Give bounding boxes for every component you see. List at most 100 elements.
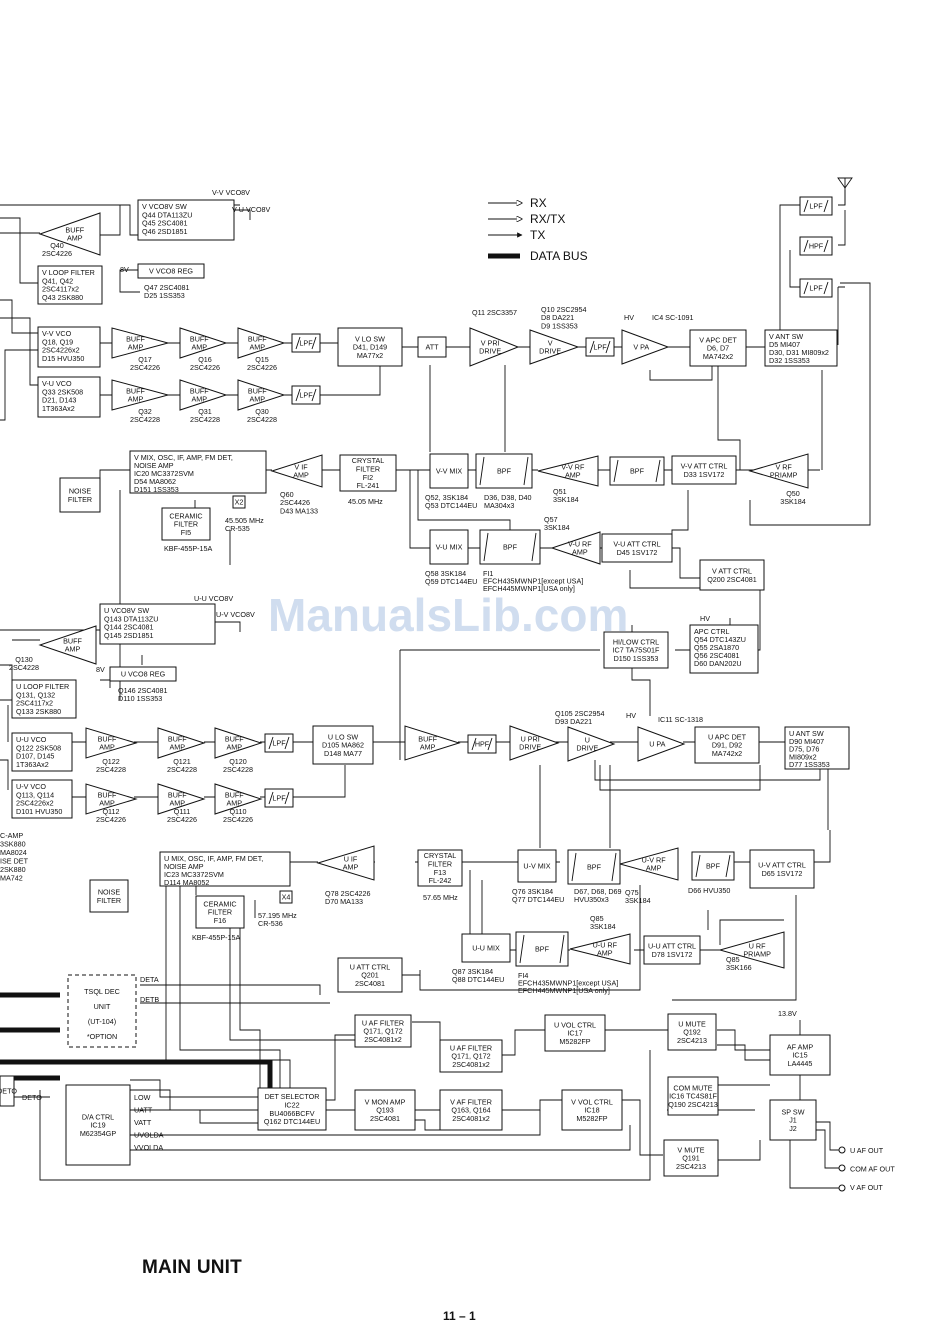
u-buff-c-q-label-1: 2SC4228: [223, 765, 253, 774]
att-label-0: ATT: [425, 343, 439, 352]
legend-tx: TX: [530, 228, 545, 242]
v-x2-label-0: X2: [235, 498, 244, 507]
v-pa-hv-label-0: HV: [624, 313, 634, 322]
deto-label-0: DETO: [0, 1087, 17, 1096]
v-ant-sw-label-1: D5 MI407: [769, 340, 800, 349]
u-buff-c-amp: [214, 727, 263, 759]
u-buff-a-label-1: AMP: [99, 743, 115, 752]
u-rf-priamp-q-label-0: Q85: [726, 955, 740, 964]
u-af-filter-1-label-0: U AF FILTER: [362, 1018, 404, 1027]
vu-rf-amp-label-0: V-U RF: [568, 540, 592, 549]
com-mute-block: [667, 1076, 719, 1116]
u-rf-priamp-label-0: U RF: [749, 942, 766, 951]
ant-hpf-block: [799, 236, 833, 256]
apc-hv-label-0: HV: [700, 614, 710, 623]
u-mute-label-2: 2SC4213: [677, 1036, 707, 1045]
v-mix-osc-label-4: D151 1SS353: [134, 485, 179, 494]
u-vol-ctrl-label-2: M5282FP: [559, 1037, 590, 1046]
legend-rx: RX: [530, 196, 547, 210]
v-mon-amp-label-1: Q193: [376, 1106, 394, 1115]
legend-databus: DATA BUS: [530, 249, 588, 263]
v-bpf-3-p-label-2: EFCH445MWNP1[USA only]: [483, 584, 575, 593]
tsql-label-0: TSQL DEC: [84, 987, 120, 996]
v-buff-top-q-label-0: Q40: [50, 241, 64, 250]
v-crystal-f-label-0: 45.05 MHz: [348, 497, 383, 506]
uu-mix-block: [461, 933, 511, 963]
vu-vco8v-label-0: V-U VCO8V: [232, 205, 271, 214]
v-rf-priamp-label-0: V RF: [775, 463, 792, 472]
det-selector-block: [257, 1087, 327, 1131]
u-buff-e-amp: [157, 783, 206, 815]
left-partial-label-0: C-AMP: [0, 831, 23, 840]
uv-vco-label-1: Q113, Q114: [16, 790, 54, 799]
v-att-ctrl-block: [699, 559, 765, 591]
vvco8v-sw-label-0: V VCO8V SW: [142, 202, 187, 211]
u-bpf-2-block: [691, 851, 735, 881]
u-pa-label-0: U PA: [649, 740, 665, 749]
sp-sw-label-2: J2: [789, 1124, 797, 1133]
v-mute-label-0: V MUTE: [677, 1145, 704, 1154]
u-mute-label-1: Q192: [683, 1028, 701, 1037]
u-hpf-block: [467, 734, 497, 754]
u-af-filter-1-label-1: Q171, Q172: [363, 1027, 402, 1036]
v-loop-filter-label-0: V LOOP FILTER: [42, 268, 95, 277]
v-bpf-3-label-0: BPF: [503, 543, 518, 552]
v-bpf-1-d-label-1: MA304x3: [484, 501, 514, 510]
v-mute-label-1: Q191: [682, 1154, 700, 1163]
u-buff-top-label-0: BUFF: [63, 637, 82, 646]
deta-label-0: DETA: [140, 975, 159, 984]
u-ant-sw-label-2: D75, D76: [789, 745, 819, 754]
v-buff-f-q-label-1: 2SC4228: [247, 415, 277, 424]
v-bpf-3-p-label-1: EFCH435MWNP1[except USA]: [483, 577, 583, 586]
tsql-label-3: *OPTION: [87, 1032, 117, 1041]
u-lo-sw-label-1: D105 MA862: [322, 741, 364, 750]
u-drive-q-label-0: Q105 2SC2954: [555, 709, 605, 718]
da-signals-label-3: UVOLDA: [134, 1131, 164, 1140]
v-crystal-block: [339, 454, 397, 492]
v-x2-block: [232, 495, 246, 509]
u-ant-sw-label-3: MI809x2: [789, 752, 817, 761]
uv-rf-amp-q-label-1: 3SK184: [625, 896, 651, 905]
u-buff-c-label-1: AMP: [227, 743, 243, 752]
u-vco8-reg-parts-label-1: D110 1SS353: [118, 694, 162, 703]
uv-rf-amp-label-0: U-V RF: [642, 856, 667, 865]
u-buff-e-label-1: AMP: [170, 799, 186, 808]
u-loop-filter-label-3: Q133 2SK880: [16, 707, 61, 716]
deto-block: [0, 1075, 15, 1107]
u-apc-det-label-0: U APC DET: [708, 732, 747, 741]
u-pri-drive-amp: [509, 725, 560, 761]
u-bpf-3-p-label-1: EFCH435MWNP1[except USA]: [518, 979, 618, 988]
v-buff-e-q-label-0: Q31: [198, 407, 212, 416]
u-buff-c-label-0: BUFF: [225, 735, 244, 744]
u-buff-e-q-label-1: 2SC4226: [167, 815, 197, 824]
v-bpf-2-filter-glyph: [613, 459, 661, 483]
u-buff-e-label-0: BUFF: [168, 791, 187, 800]
v-apc-det-label-0: V APC DET: [699, 335, 737, 344]
u-ant-sw-label-0: U ANT SW: [789, 729, 824, 738]
v-if-amp-label-1: AMP: [293, 471, 309, 480]
uvco8v-sw-label-0: U VCO8V SW: [104, 606, 149, 615]
u-mix-osc-label-2: IC23 MC3372SVM: [164, 870, 224, 879]
u-att-ctrl-label-1: Q201: [361, 971, 379, 980]
v-buff-c-label-0: BUFF: [248, 335, 267, 344]
v-mix-osc-label-0: V MIX, OSC, IF, AMP, FM DET,: [134, 453, 233, 462]
u-buff-top-label-1: AMP: [65, 645, 81, 654]
v-buff-e-label-0: BUFF: [190, 387, 209, 396]
u-noise-filter-block: [89, 879, 129, 913]
u-pri-drive-label-1: DRIVE: [519, 743, 541, 752]
u-vco8-reg-label-0: U VCO8 REG: [121, 670, 166, 679]
da-signals-label-1: UATT: [134, 1106, 153, 1115]
u-loop-filter-label-1: Q131, Q132: [16, 690, 55, 699]
v-buff-top-label-0: BUFF: [65, 226, 84, 235]
sp-sw-label-1: J1: [789, 1116, 797, 1125]
u-buff-d-amp: [85, 783, 138, 815]
v-pri-drive-label-0: V PRI: [481, 339, 500, 348]
v-buff-a-label-0: BUFF: [126, 335, 145, 344]
v-rf-priamp-amp: [748, 453, 809, 489]
v-bpf-1-label-0: BPF: [497, 467, 512, 476]
u-buff-f-q-label-1: 2SC4226: [223, 815, 253, 824]
att-block: [417, 336, 447, 358]
u-lo-sw-block: [312, 725, 374, 765]
v-mix-osc-label-1: NOISE AMP: [134, 461, 174, 470]
